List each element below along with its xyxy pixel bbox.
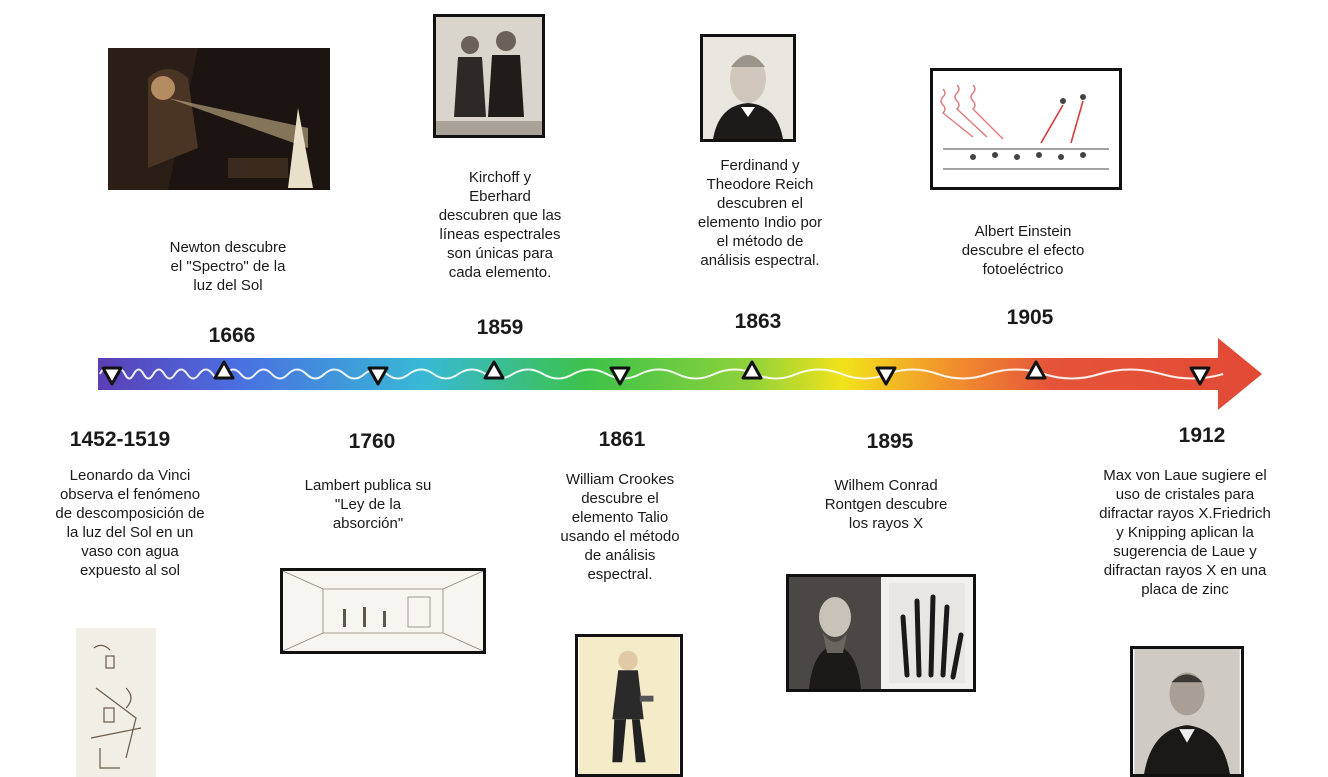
timeline-marker — [483, 360, 505, 380]
crookes-caricature-image — [575, 634, 683, 777]
event-description: Albert Einstein descubre el efecto fotoe… — [961, 223, 1085, 278]
timeline-marker — [367, 366, 389, 386]
timeline-arrow — [98, 338, 1262, 410]
event-description: Max von Laue sugiere el uso de cristales… — [1099, 467, 1271, 598]
lambert-room-image — [280, 568, 486, 654]
timeline-marker — [1025, 360, 1047, 380]
year-label: 1863 — [734, 310, 782, 333]
year-label: 1452-1519 — [69, 428, 171, 451]
timeline-marker — [609, 366, 631, 386]
year-label: 1861 — [598, 428, 646, 451]
timeline-marker — [101, 366, 123, 386]
photoelectric-diagram-image — [930, 68, 1122, 190]
event-description: Leonardo da Vinci observa el fenómeno de… — [55, 467, 205, 579]
kirchhoff-bunsen-image — [433, 14, 545, 138]
year-label: 1859 — [476, 316, 524, 339]
year-label: 1895 — [866, 430, 914, 453]
year-label: 1760 — [348, 430, 396, 453]
event-description: Wilhem Conrad Rontgen descubre los rayos… — [824, 477, 948, 532]
timeline-marker — [741, 360, 763, 380]
year-label: 1666 — [208, 324, 256, 347]
newton-prism-image — [108, 48, 330, 190]
timeline-marker — [213, 360, 235, 380]
timeline-marker — [1189, 366, 1211, 386]
event-description: Kirchoff y Eberhard descubren que las lí… — [438, 169, 562, 281]
da-vinci-sketch-image — [76, 628, 156, 777]
rontgen-xray-image — [786, 574, 976, 692]
event-description: Newton descubre el "Spectro" de la luz d… — [169, 239, 287, 294]
von-laue-portrait-image — [1130, 646, 1244, 777]
year-label: 1912 — [1178, 424, 1226, 447]
event-description: Ferdinand y Theodore Reich descubren el … — [697, 157, 823, 269]
event-description: William Crookes descubre el elemento Tal… — [560, 471, 680, 583]
year-label: 1905 — [1006, 306, 1054, 329]
event-description: Lambert publica su "Ley de la absorción" — [304, 477, 432, 532]
timeline-marker — [875, 366, 897, 386]
reich-portrait-image — [700, 34, 796, 142]
